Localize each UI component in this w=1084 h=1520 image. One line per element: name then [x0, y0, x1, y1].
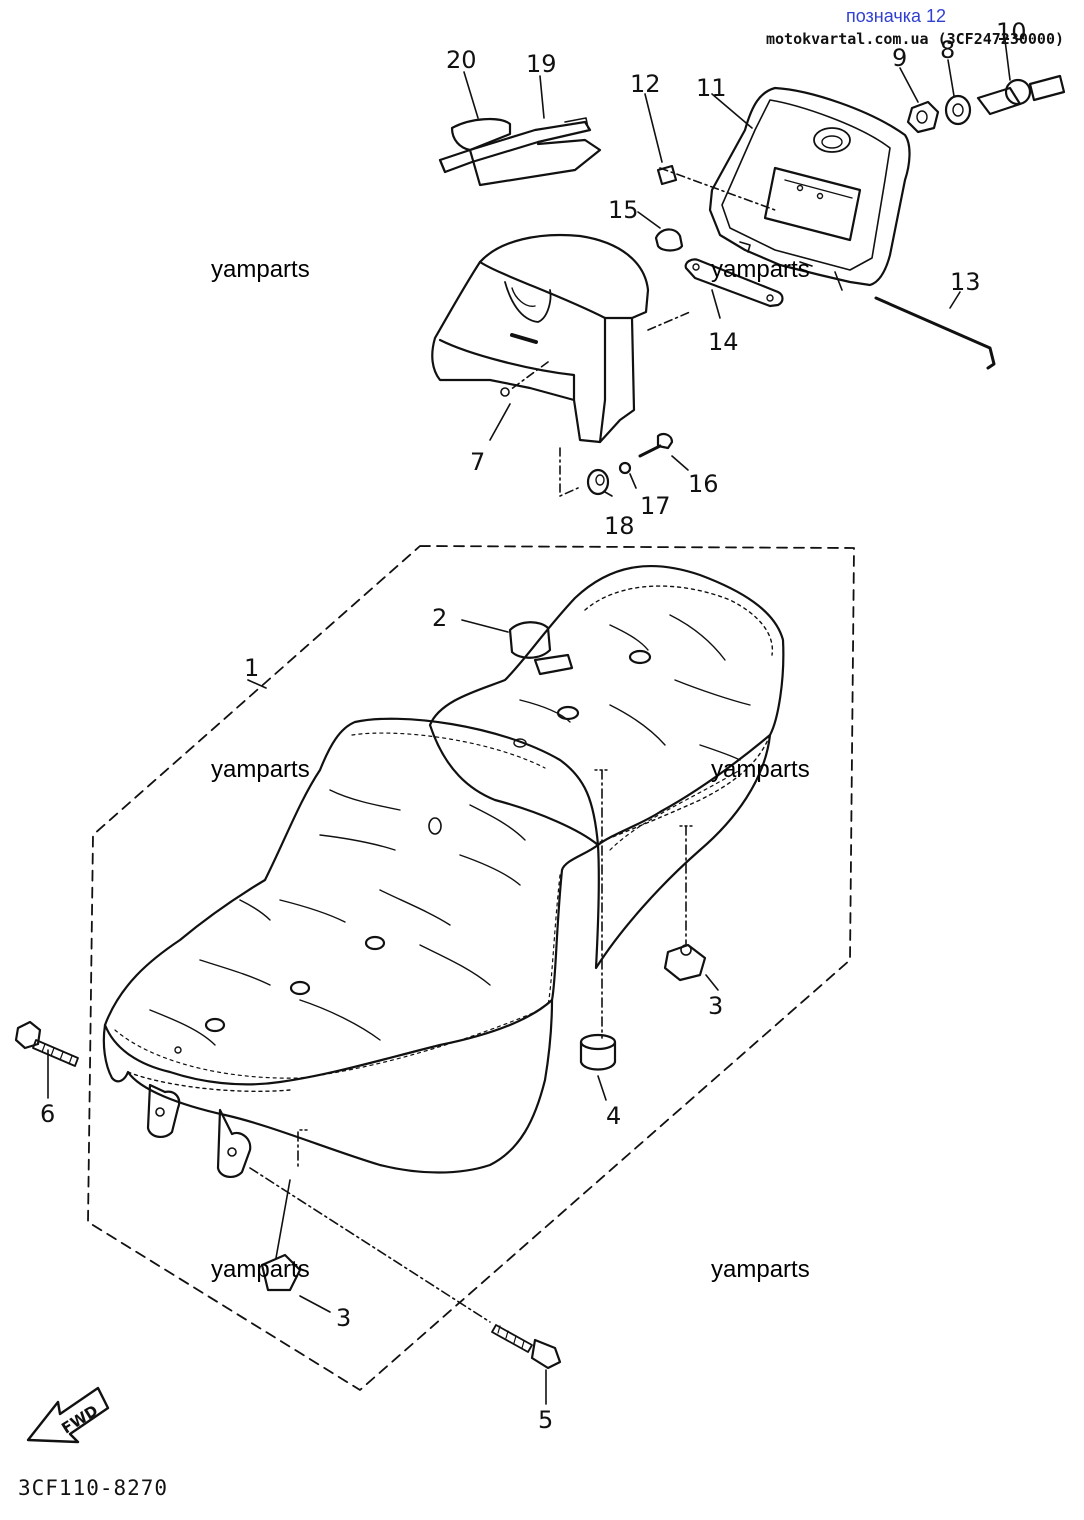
watermark-5: yamparts: [211, 1256, 310, 1283]
watermark-2: yamparts: [711, 256, 810, 283]
site-reference: motokvartal.com.ua (3CF247230000): [766, 30, 1065, 48]
part-14-bracket: [684, 258, 784, 308]
fwd-label: FWD: [58, 1401, 101, 1437]
callout-9: 9: [892, 44, 907, 72]
watermark-4: yamparts: [711, 756, 810, 783]
callout-15: 15: [608, 196, 639, 224]
part-10-lock-cylinder: [976, 74, 1066, 116]
forward-arrow-icon: FWD: [26, 1386, 110, 1444]
callout-3-left: 3: [336, 1304, 351, 1332]
callout-6: 6: [40, 1100, 55, 1128]
callout-4: 4: [606, 1102, 621, 1130]
part-19-strap: [438, 117, 592, 174]
part-16-screw: [638, 432, 674, 458]
callout-19: 19: [526, 50, 557, 78]
part-3-clip-left: [260, 1253, 302, 1292]
callout-20: 20: [446, 46, 477, 74]
watermark-1: yamparts: [211, 256, 310, 283]
part-13-rod: [874, 296, 996, 370]
part-8-washer: [944, 94, 972, 126]
part-15-cap: [654, 228, 684, 252]
assembly-dashed-outline: [87, 545, 855, 1391]
callout-5: 5: [538, 1406, 553, 1434]
part-18-grommet: [586, 468, 610, 496]
callout-14: 14: [708, 328, 739, 356]
part-12-clip: [656, 164, 678, 186]
watermark-3: yamparts: [211, 756, 310, 783]
watermark-6: yamparts: [711, 1256, 810, 1283]
diagram-code: 3CF110-8270: [18, 1476, 169, 1500]
part-17-washer: [618, 461, 632, 475]
part-6-bolt: [14, 1020, 79, 1067]
callout-8: 8: [940, 36, 955, 64]
part-4-damper: [579, 1033, 617, 1071]
callout-11: 11: [696, 74, 727, 102]
callout-13: 13: [950, 268, 981, 296]
part-3-clip-right: [663, 943, 707, 982]
part-7-cover: [431, 233, 650, 444]
callout-17: 17: [640, 492, 671, 520]
callout-16: 16: [688, 470, 719, 498]
part-9-nut: [906, 100, 940, 134]
callout-3-right: 3: [708, 992, 723, 1020]
callout-7: 7: [470, 448, 485, 476]
callout-labels: 1 2 3 3 4 5 6 7 8 9 10 11 12 13 14 15 16…: [40, 18, 1027, 1434]
callout-12: 12: [630, 70, 661, 98]
reference-title: позначка 12: [846, 6, 947, 26]
callout-18: 18: [604, 512, 635, 540]
leader-lines: [47, 31, 1011, 1405]
callout-2: 2: [432, 604, 447, 632]
callout-1: 1: [244, 654, 259, 682]
part-11-case: [708, 86, 911, 291]
seat-assembly: [102, 564, 785, 1178]
part-5-bolt: [491, 1324, 562, 1370]
callout-10: 10: [996, 18, 1027, 46]
part-20-pad: [450, 118, 602, 187]
